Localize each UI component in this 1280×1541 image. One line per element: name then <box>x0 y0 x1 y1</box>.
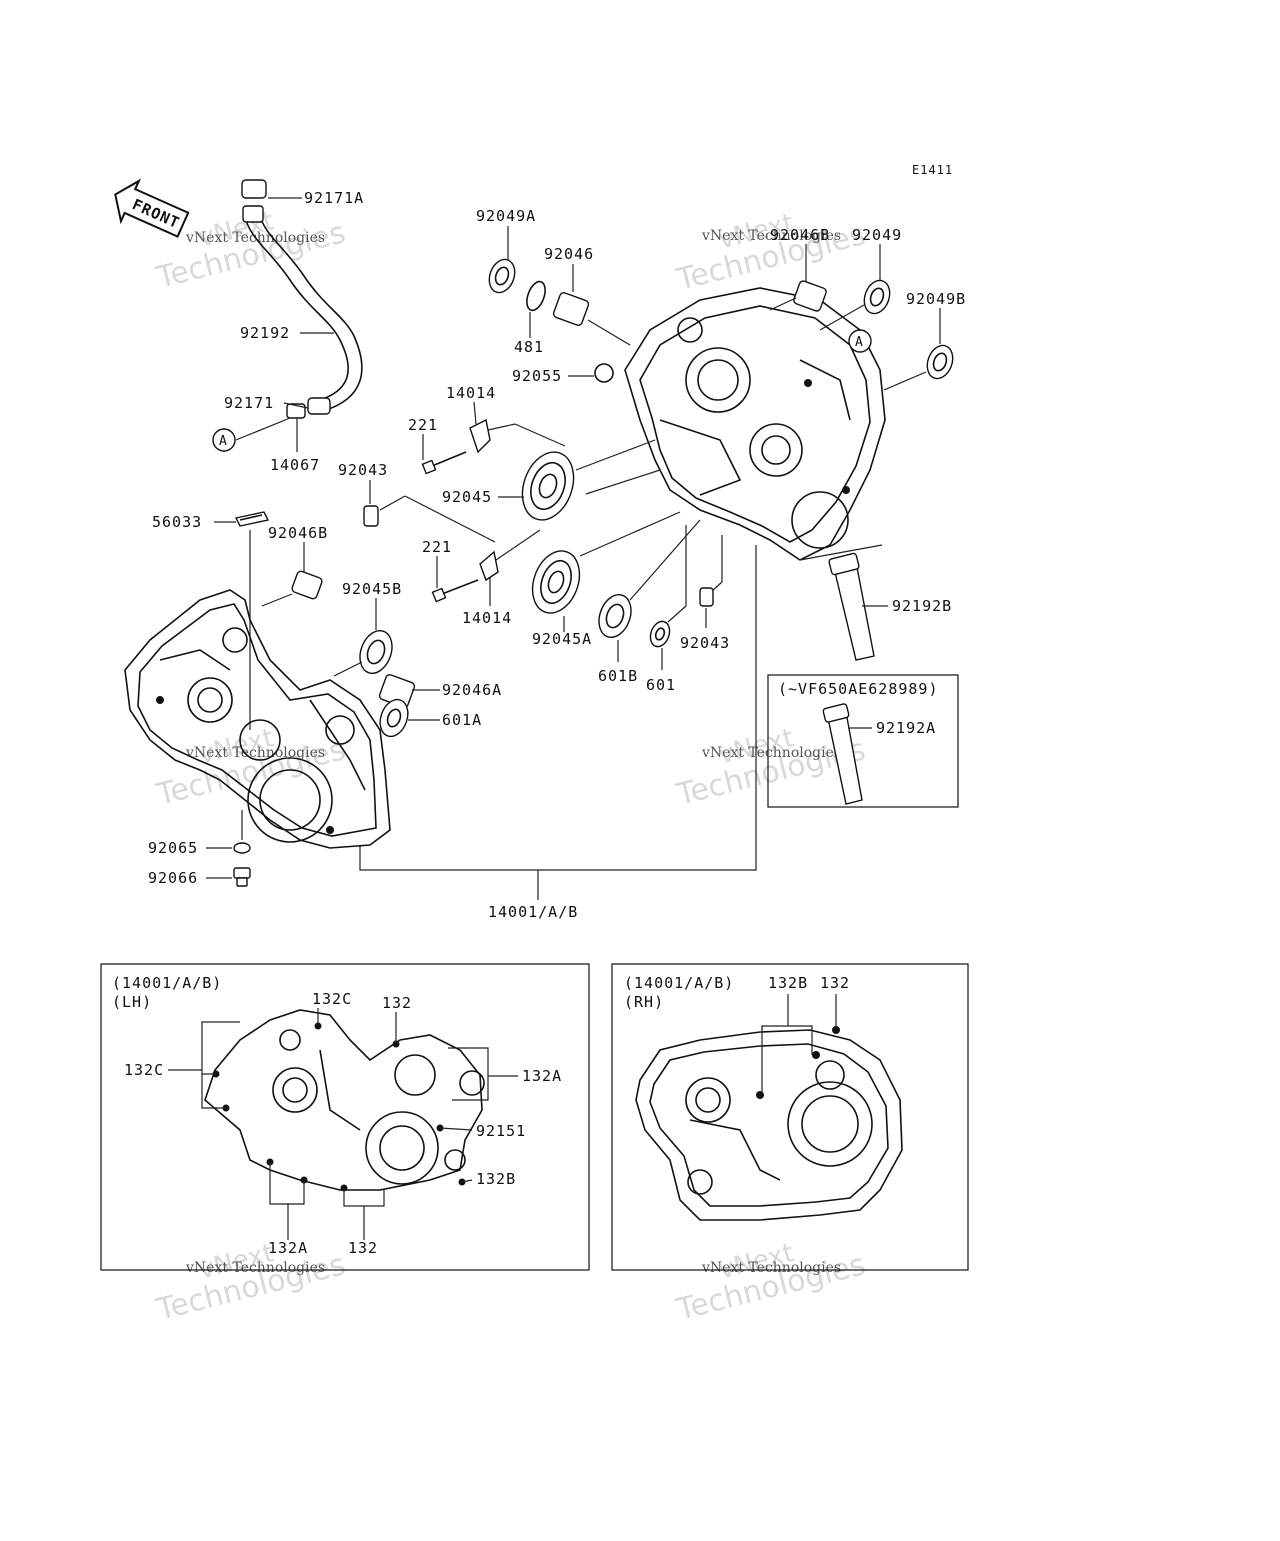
part-label-601A: 601A <box>442 711 482 729</box>
clamp-icon <box>241 179 267 199</box>
needle-bearing-92046B-left-icon <box>291 570 323 600</box>
lh-label-132A-right: 132A <box>522 1067 562 1085</box>
ball-bearing-92045-icon <box>521 451 575 521</box>
bearing-601-icon <box>649 620 671 648</box>
part-label-92045B: 92045B <box>342 580 402 598</box>
diagram-code: E1411 <box>912 163 953 177</box>
needle-bearing-92046B-icon <box>793 280 827 312</box>
part-label-92046B-left: 92046B <box>268 524 328 542</box>
ball-bearing-92045B-icon <box>359 629 393 675</box>
bolt-221-mid-icon <box>431 579 479 603</box>
breather-hose-assembly <box>241 179 363 419</box>
part-label-92046A: 92046A <box>442 681 502 699</box>
lh-label-132A-bottom: 132A <box>268 1239 308 1257</box>
lh-detail-box <box>100 963 590 1271</box>
rh-label-132: 132 <box>820 974 850 992</box>
part-label-14014-top: 14014 <box>446 384 496 402</box>
dowel-92043-mid-icon <box>699 587 714 607</box>
watermark-text: vNext Technologies <box>701 1260 841 1276</box>
part-label-221-mid: 221 <box>422 538 452 556</box>
plate-14014-icon <box>469 418 491 454</box>
washer-92065-icon <box>233 842 251 854</box>
part-label-92192B: 92192B <box>892 597 952 615</box>
part-label-92171: 92171 <box>224 394 274 412</box>
dowel-92043-top-icon <box>363 505 379 527</box>
callout-a-label: A <box>219 434 227 449</box>
lh-label-132-top: 132 <box>382 994 412 1012</box>
bearing-601B-icon <box>598 593 632 639</box>
rh-crankcase-illustration <box>624 287 886 561</box>
callout-a-icon <box>848 329 872 353</box>
part-label-92066: 92066 <box>148 869 198 887</box>
variant-box-title: (~VF650AE628989) <box>778 680 939 698</box>
lh-label-132C-top: 132C <box>312 990 352 1008</box>
part-label-92192: 92192 <box>240 324 290 342</box>
rh-box-title: (14001/A/B) <box>624 974 734 992</box>
oring-92055-icon <box>594 363 614 383</box>
drain-plug-92066-icon <box>233 867 251 887</box>
seal-92049B-icon <box>926 344 954 380</box>
circlip-481-icon <box>526 280 546 312</box>
part-label-14001AB: 14001/A/B <box>488 903 578 921</box>
part-label-92171A: 92171A <box>304 189 364 207</box>
part-label-481: 481 <box>514 338 544 356</box>
part-label-92055: 92055 <box>512 367 562 385</box>
rh-case-detail-illustration <box>635 1026 903 1221</box>
part-label-14014-mid: 14014 <box>462 609 512 627</box>
part-label-92049: 92049 <box>852 226 902 244</box>
lh-box-side: (LH) <box>112 993 152 1011</box>
part-label-92046B-top: 92046B <box>770 226 830 244</box>
watermark-text: vNext Technologies <box>701 745 841 761</box>
lh-label-132C-left: 132C <box>124 1061 164 1079</box>
part-label-221-top: 221 <box>408 416 438 434</box>
tube-92192B-icon <box>828 552 875 661</box>
watermark-text: vNext Technologies <box>185 1260 325 1276</box>
part-label-92043-top: 92043 <box>338 461 388 479</box>
rh-detail-box <box>611 963 969 1271</box>
part-label-56033: 56033 <box>152 513 202 531</box>
part-label-92192A: 92192A <box>876 719 936 737</box>
label-plate-56033-icon <box>234 511 270 527</box>
part-label-92049B: 92049B <box>906 290 966 308</box>
lh-label-132-bottom: 132 <box>348 1239 378 1257</box>
seal-92049-icon <box>863 279 891 315</box>
part-label-92045A: 92045A <box>532 630 592 648</box>
rh-label-132B: 132B <box>768 974 808 992</box>
needle-bearing-92046-icon <box>552 292 590 326</box>
lh-case-detail-illustration <box>204 1009 485 1192</box>
watermark-text: vNext Technologies <box>185 745 325 761</box>
part-label-92045: 92045 <box>442 488 492 506</box>
ball-bearing-92045A-icon <box>531 550 581 614</box>
part-label-92046: 92046 <box>544 245 594 263</box>
bearing-601A-icon <box>379 698 409 738</box>
part-label-92043-mid: 92043 <box>680 634 730 652</box>
bolt-221-top-icon <box>421 451 467 475</box>
part-label-92049A: 92049A <box>476 207 536 225</box>
callout-a-icon <box>212 428 236 452</box>
callout-a-label: A <box>855 335 863 350</box>
part-label-92065: 92065 <box>148 839 198 857</box>
part-label-601B: 601B <box>598 667 638 685</box>
seal-92049A-icon <box>488 258 516 294</box>
watermark-text: vNext Technologies <box>701 228 841 244</box>
fitting-icon <box>286 403 306 419</box>
front-arrow-icon: FRONT <box>114 178 190 238</box>
tube-92192A-icon <box>822 703 863 805</box>
variant-box <box>767 674 959 808</box>
rh-box-side: (RH) <box>624 993 664 1011</box>
lh-box-title: (14001/A/B) <box>112 974 222 992</box>
plate-14014-mid-icon <box>479 550 499 582</box>
part-label-14067: 14067 <box>270 456 320 474</box>
part-label-601: 601 <box>646 676 676 694</box>
lh-label-92151: 92151 <box>476 1122 526 1140</box>
lh-label-132B: 132B <box>476 1170 516 1188</box>
lh-crankcase-illustration <box>124 589 391 849</box>
